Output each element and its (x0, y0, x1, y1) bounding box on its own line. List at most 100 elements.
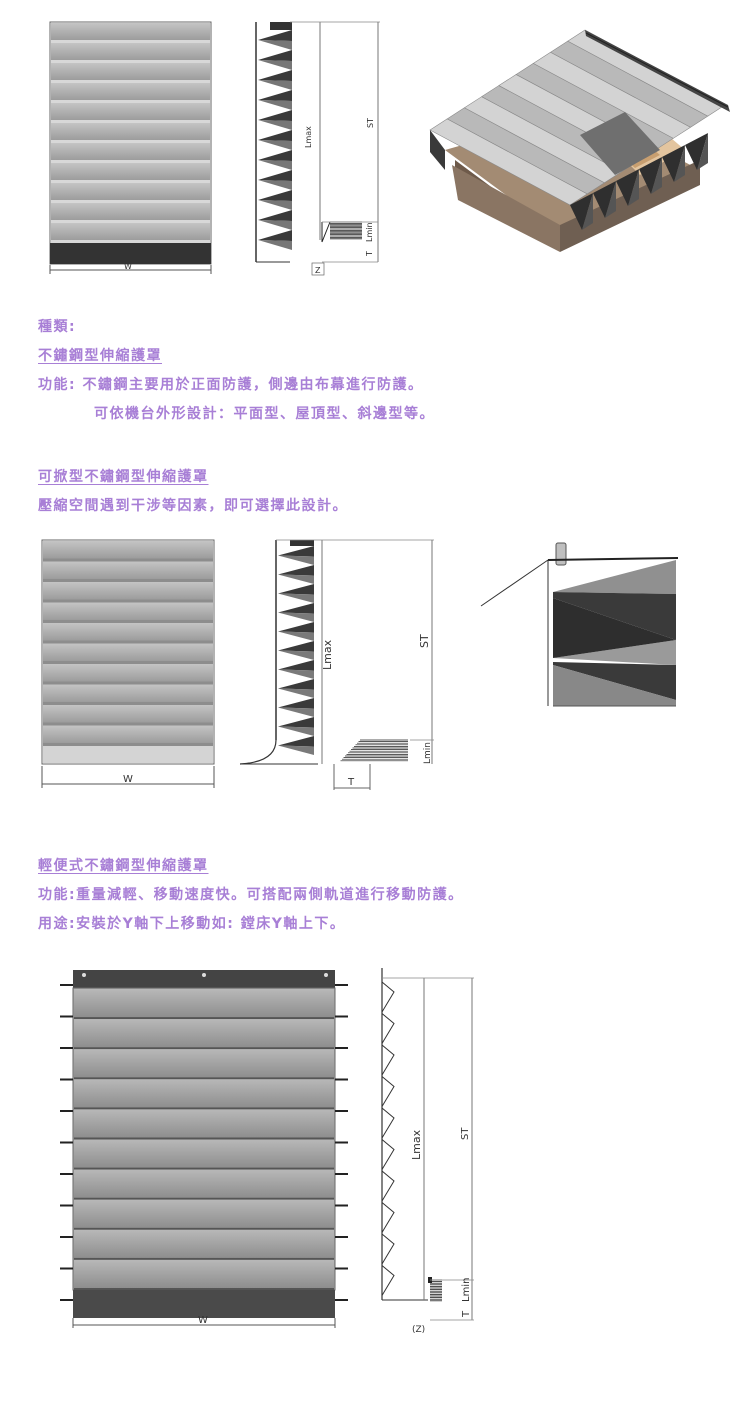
panel-segment (43, 541, 213, 559)
fig2-front-view: W (41, 539, 215, 788)
fig3-w-label: W (198, 1315, 208, 1326)
panel-segment (74, 1139, 334, 1168)
panel-rib (74, 1107, 334, 1110)
panel-segment (43, 705, 213, 723)
fig2-lmin-label: Lmin (423, 742, 433, 764)
panel-segment (51, 63, 210, 80)
fold-dark (258, 190, 292, 201)
panel-rib (51, 220, 210, 223)
panel-segment (43, 725, 213, 743)
fold-line (381, 1044, 395, 1076)
fold-dark (278, 584, 314, 595)
end-fold-light (674, 145, 685, 182)
fold-dark (278, 546, 314, 557)
fold-light (258, 180, 292, 190)
fold-line (381, 1265, 395, 1296)
panel-rib (51, 140, 210, 143)
panel-segment (43, 643, 213, 661)
fold-light (258, 220, 292, 230)
fig1-w-label: W (124, 262, 132, 271)
section2-title: 可掀型不鏽鋼型伸縮護罩 (38, 469, 209, 485)
panel-segment (51, 223, 210, 240)
panel-rib (74, 1227, 334, 1230)
side-top-cap (270, 22, 292, 30)
panel-segment (43, 561, 213, 579)
fold-light (278, 669, 314, 679)
fold-light (258, 100, 292, 110)
fig3-front-view: W (60, 970, 348, 1328)
panel-segment (43, 684, 213, 702)
panel-segment (51, 23, 210, 40)
section1-design: 可依機台外形設計：平面型、屋頂型、斜邊型等。 (94, 406, 435, 422)
end-fold-light (628, 169, 639, 206)
fig2-hinge-detail (480, 542, 679, 707)
panel-segment (74, 1079, 334, 1108)
fig1-lmax-label: Lmax (304, 126, 313, 148)
fig1-lmin-label: Lmin (365, 222, 374, 242)
panel-rib (43, 599, 213, 603)
fold-dark (278, 641, 314, 652)
fig1-3d-render (429, 29, 730, 252)
panel-rib (43, 620, 213, 623)
end-fold-light (605, 181, 616, 218)
end-fold-dark (570, 193, 593, 230)
fold-dark (278, 717, 314, 728)
stack-bracket (321, 221, 331, 243)
fold-dark (258, 70, 292, 81)
panel-segment (74, 989, 334, 1018)
fold-light (278, 650, 314, 660)
section3-usage: 用途:安裝於Y軸下上移動如: 鏜床Y軸上下。 (38, 916, 346, 932)
fig1-front-view: W (49, 21, 212, 274)
fold-dark (258, 130, 292, 141)
panel-rib (43, 743, 213, 746)
panel-rib (51, 120, 210, 123)
fold-light (278, 726, 314, 736)
panel-rib (74, 1288, 334, 1290)
panel-rib (43, 558, 213, 562)
panel-rib (51, 100, 210, 103)
panel-rib (43, 640, 213, 644)
panel-segment (51, 103, 210, 120)
fold-light (258, 40, 292, 50)
fold-dark (278, 622, 314, 633)
fold-dark (258, 230, 292, 241)
panel-segment (43, 623, 213, 641)
panel-rib (43, 722, 213, 726)
panel-segment (51, 123, 210, 140)
panel-segment (51, 83, 210, 100)
panel-segment (51, 163, 210, 180)
fold-light (278, 574, 314, 584)
end-fold-light (651, 157, 662, 194)
panel-segment (43, 602, 213, 620)
panel-segment (43, 582, 213, 600)
fold-dark (258, 30, 292, 41)
fold-light (278, 555, 314, 565)
fold-light (278, 593, 314, 603)
fold-dark (278, 736, 314, 747)
fig3-side-view: Lmax ST Lmin T (Z) (381, 968, 474, 1335)
fold-line (381, 1170, 395, 1202)
fold-dark (258, 50, 292, 61)
fold-dark (258, 90, 292, 101)
fold-light (278, 745, 314, 755)
fold-line (381, 1233, 395, 1265)
fold-dark (258, 210, 292, 221)
panel-segment (74, 1169, 334, 1198)
fold-light (258, 120, 292, 130)
panel-rib (43, 702, 213, 705)
end-fold-dark (639, 157, 662, 194)
panel-rib (51, 200, 210, 203)
panel-segment (74, 1199, 334, 1228)
fig2-t-label: T (347, 777, 355, 788)
fig3-lmax-label: Lmax (410, 1129, 423, 1160)
panel-rib (74, 1047, 334, 1050)
section3-function: 功能:重量減輕、移動速度快。可搭配兩側軌道進行移動防護。 (38, 887, 464, 903)
panel-rib (43, 681, 213, 685)
fold-light (258, 240, 292, 250)
fold-dark (278, 698, 314, 709)
panel-rib (51, 60, 210, 63)
fold-dark (258, 110, 292, 121)
panel-rib (74, 1077, 334, 1080)
fig3-lmin-label: Lmin (461, 1278, 472, 1302)
